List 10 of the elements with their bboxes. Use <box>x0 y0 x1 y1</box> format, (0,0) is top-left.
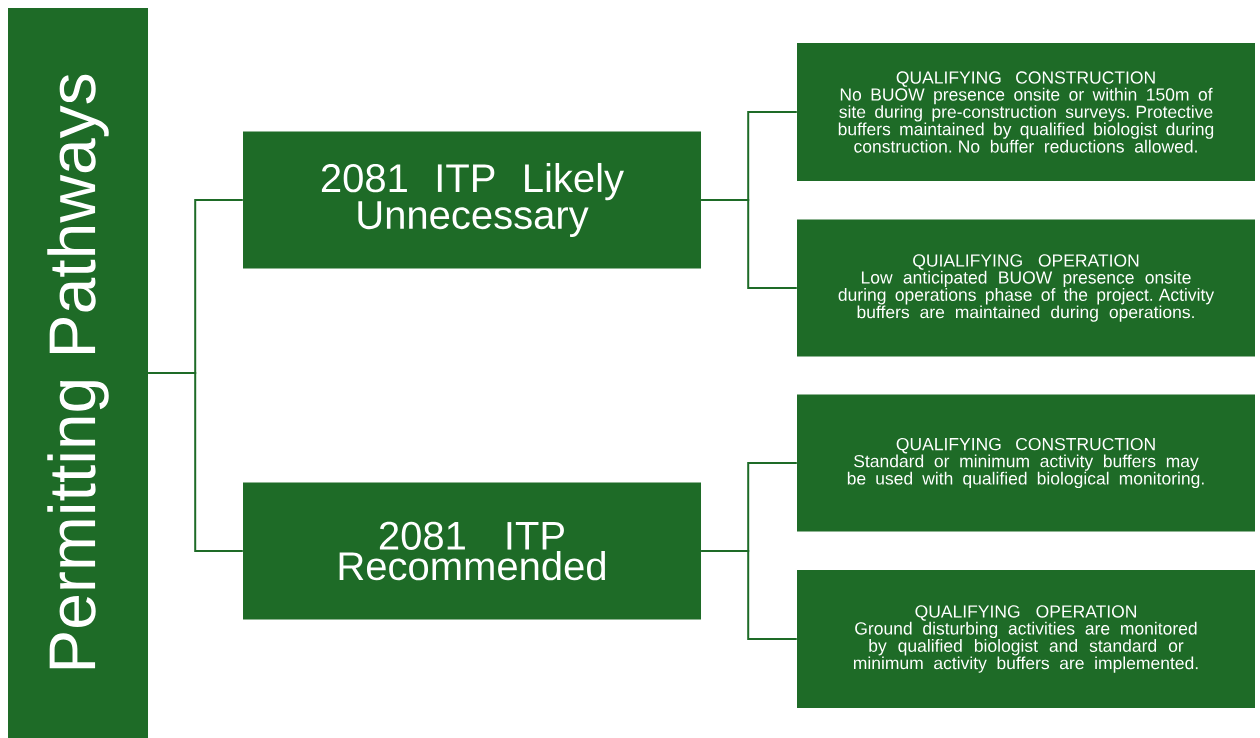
criteria-box: QUIALIFYING OPERATION Low anticipated BUOW presence onsite during operations phase of the project. Activity buffers are maintained during operations. <box>797 219 1255 357</box>
connector-line <box>147 372 244 552</box>
connector-line <box>700 550 798 640</box>
criteria-box: QUALIFYING CONSTRUCTION Standard or minimum activity buffers may be used with qualified biological monitoring. <box>797 394 1255 532</box>
pathway-box: 2081 ITP Likely Unnecessary <box>243 131 701 269</box>
criteria-box: QUALIFYING CONSTRUCTION No BUOW presence onsite or within 150m of site during pre-construction surveys. Protective buffers maintained by qualified biologist during construction. No buffer reductions allowed. <box>797 43 1255 181</box>
title-bar: Permitting Pathways <box>8 8 148 738</box>
pathway-box: 2081 ITP Recommended <box>243 482 701 620</box>
criteria-box: QUALIFYING OPERATION Ground disturbing activities are monitored by qualified biologist and standard or minimum activity buffers are implemented. <box>797 570 1255 708</box>
connector-line <box>700 199 798 289</box>
